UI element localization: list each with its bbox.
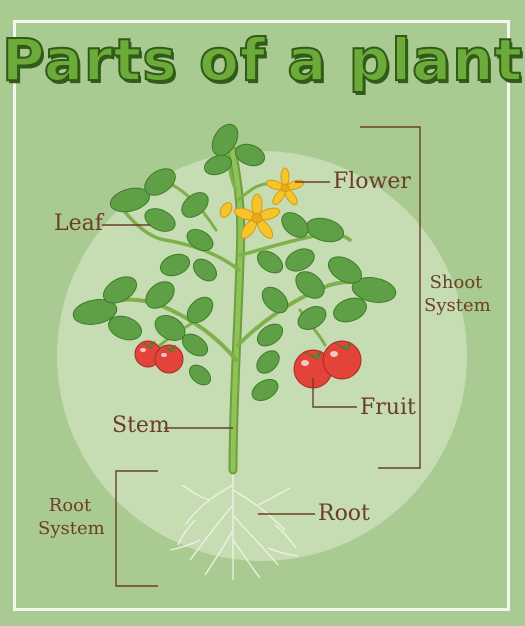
leaf-label: Leaf [54,211,103,236]
flowers [219,167,305,239]
fruit-label: Fruit [360,395,416,420]
shoot-system-label: Shoot System [424,272,491,317]
poster-frame [13,20,510,611]
roots [169,470,299,580]
root-system-line2: System [38,517,105,539]
shoot-system-line1: Shoot [429,272,483,293]
page-title: Parts of a plant [1,25,524,95]
root-system-line1: Root [48,495,92,516]
fruits [134,340,362,389]
leaves [72,123,397,401]
root-system-label: Root System [38,495,105,540]
shoot-system-line2: System [424,294,491,316]
flower-label: Flower [333,169,411,194]
connector-lines [102,126,421,587]
stem-label: Stem [112,413,170,438]
root-label: Root [318,501,370,526]
